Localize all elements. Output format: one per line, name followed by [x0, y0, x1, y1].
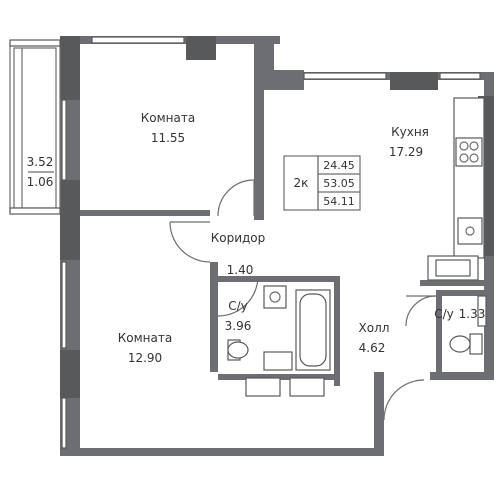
partitions [80, 84, 490, 386]
windows [61, 36, 481, 449]
bathroom-fixtures [227, 285, 487, 397]
summary-total-with-balcony: 54.11 [323, 195, 355, 208]
room-top-area: 11.55 [151, 131, 185, 145]
kitchen-name: Кухня [391, 125, 429, 139]
room-bottom-area: 12.90 [128, 351, 162, 365]
summary-box [283, 155, 361, 211]
hall-name: Холл [359, 321, 390, 335]
bathroom-small-name: С/у [434, 307, 454, 321]
balcony-area: 3.52 [27, 155, 54, 169]
room-bottom-name: Комната [118, 331, 172, 345]
corridor-area: 1.40 [227, 263, 254, 277]
kitchen-fixtures [427, 97, 485, 281]
summary-type: 2к [294, 176, 309, 190]
bathroom-large-area: 3.96 [225, 319, 252, 333]
bathroom-large-name: С/у [228, 299, 248, 313]
kitchen-area: 17.29 [389, 145, 423, 159]
balcony [9, 39, 61, 215]
hall-area: 4.62 [359, 341, 386, 355]
room-top-name: Комната [141, 111, 195, 125]
doors [169, 179, 437, 421]
bathroom-small-area: 1.33 [459, 307, 486, 321]
balcony-coef: 1.06 [27, 175, 54, 189]
summary-total: 53.05 [323, 177, 355, 190]
corridor-name: Коридор [211, 231, 266, 245]
summary-living: 24.45 [323, 159, 355, 172]
